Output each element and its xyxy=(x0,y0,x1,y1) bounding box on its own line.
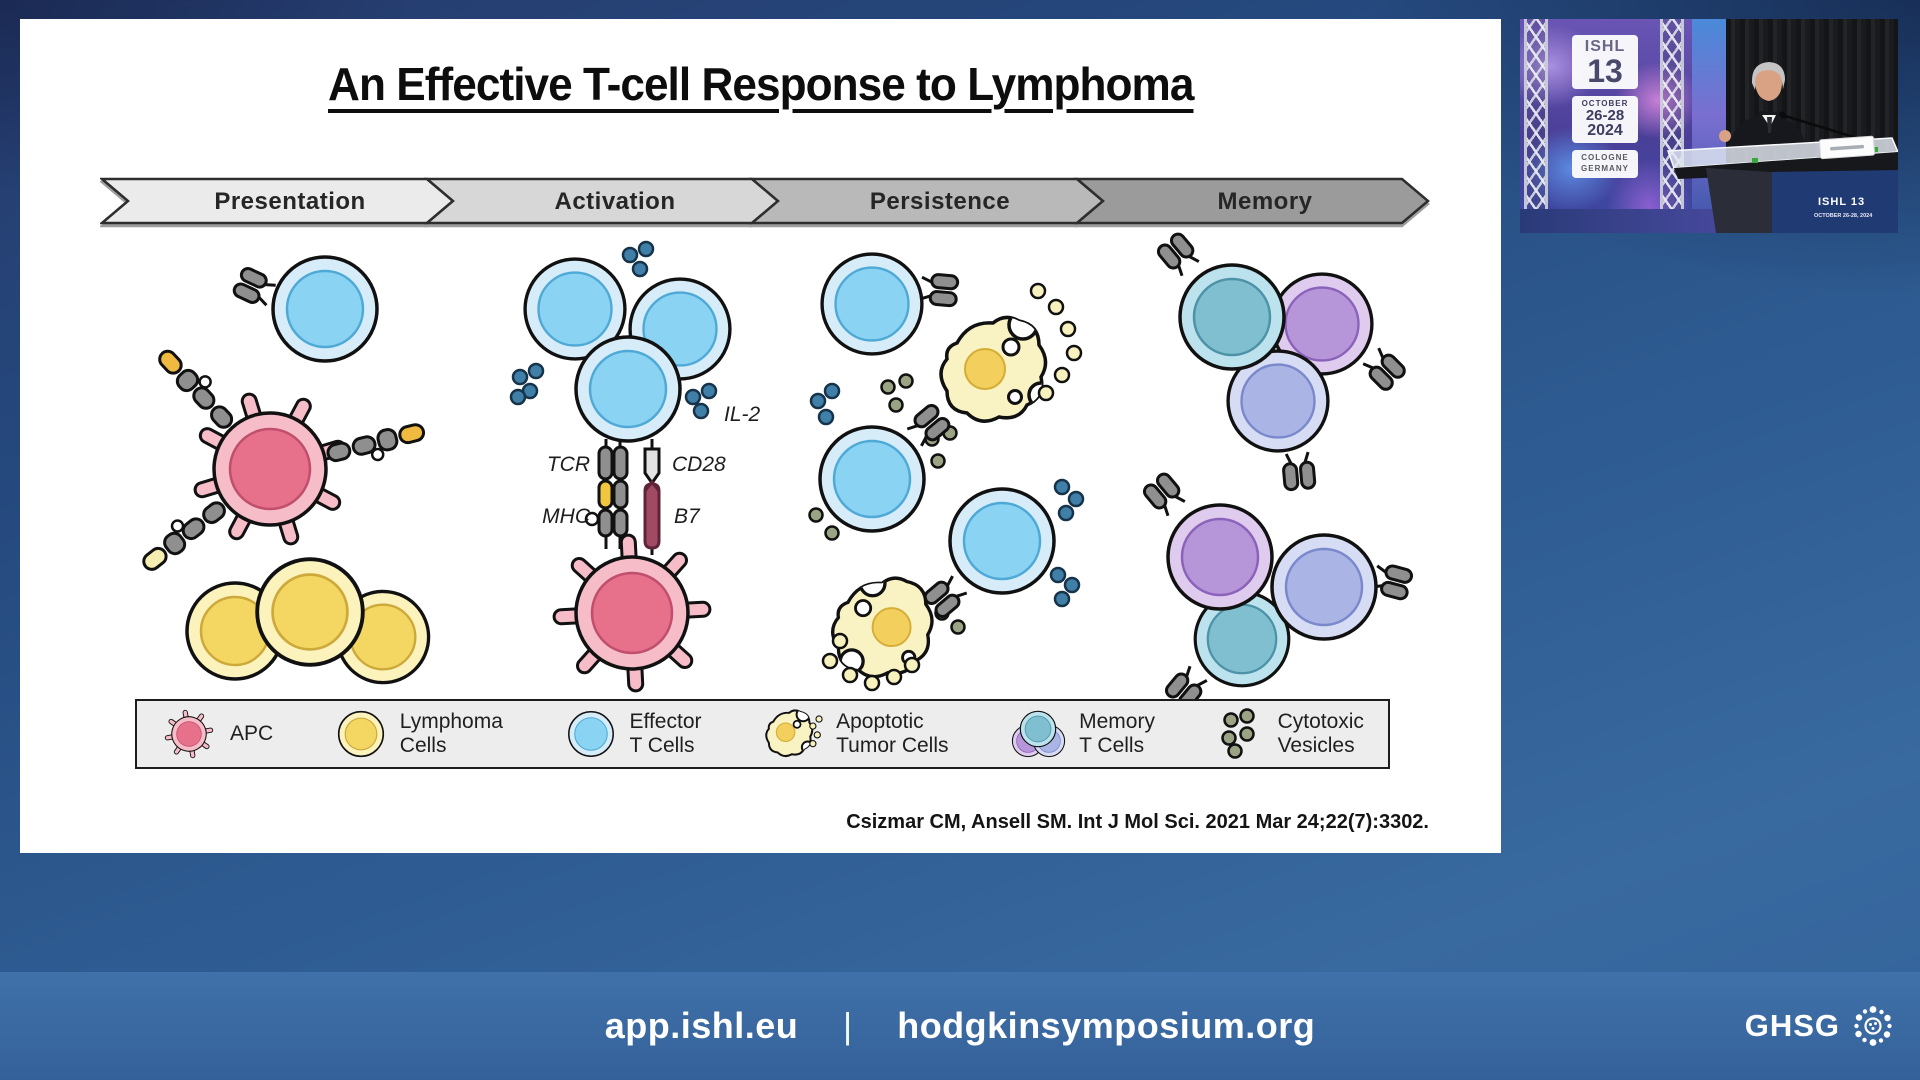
lymphoma-cells xyxy=(185,557,431,685)
url-separator: | xyxy=(842,1005,853,1046)
speaker-and-podium: ISHL 13 OCTOBER 26-28, 2024 xyxy=(1666,62,1898,233)
cytotoxic-vesicles-icon xyxy=(1220,708,1255,759)
presentation-slide: An Effective T-cell Response to Lymphoma… xyxy=(20,19,1501,853)
citation: Csizmar CM, Ansell SM. Int J Mol Sci. 20… xyxy=(846,811,1429,833)
ghsg-brand: GHSG xyxy=(1745,1005,1894,1047)
memory-cell-cluster xyxy=(1140,469,1415,699)
banner-ishl-text: ISHL xyxy=(1584,38,1626,55)
ishl-banner-city: COLOGNE GERMANY xyxy=(1572,150,1638,178)
presentation-diagram xyxy=(142,255,431,685)
app-url: app.ishl.eu xyxy=(604,1005,799,1046)
ishl-banner-logo: ISHL 13 xyxy=(1572,35,1638,90)
legend-bar: APC Lymphoma Cells Effector T Cells xyxy=(135,699,1390,769)
effector-t-cell xyxy=(818,401,954,533)
legend-label: Apoptotic Tumor Cells xyxy=(836,710,949,757)
stage-truss xyxy=(1524,19,1548,233)
phase-arrow-memory xyxy=(1073,177,1430,225)
banner-number-text: 13 xyxy=(1587,53,1623,89)
speaker-name-card xyxy=(1819,135,1875,160)
memory-t-cell-icon xyxy=(1012,710,1066,758)
podium-logo-text: ISHL 13 xyxy=(1818,196,1865,208)
ghsg-logo-icon xyxy=(1854,1006,1892,1046)
stage-truss xyxy=(1660,19,1684,233)
phase-arrows: Presentation Activation Persistence Memo… xyxy=(100,177,1430,225)
effector-t-cell-icon xyxy=(567,711,614,757)
apoptotic-tumor-cell-icon xyxy=(765,709,823,758)
ishl-banner-date: OCTOBER 26-28 2024 xyxy=(1572,96,1638,144)
legend-item-vesicles: Cytotoxic Vesicles xyxy=(1217,708,1364,760)
podium: ISHL 13 OCTOBER 26-28, 2024 xyxy=(1666,135,1898,233)
activation-diagram: IL-2 TCR CD28 xyxy=(509,240,761,699)
cd28-b7-complex xyxy=(643,439,661,555)
phase-label-persistence: Persistence xyxy=(870,188,1010,215)
apc-icon xyxy=(161,706,217,762)
footer-bar: app.ishl.eu | hodgkinsymposium.org GHSG xyxy=(0,972,1920,1080)
speaker xyxy=(1719,62,1807,150)
speaker-video-feed[interactable]: ISHL 13 OCTOBER 26-28 2024 COLOGNE GERMA… xyxy=(1520,19,1898,233)
persistence-diagram xyxy=(808,252,1085,692)
legend-label: Effector T Cells xyxy=(629,710,702,757)
apoptotic-tumor-cell xyxy=(939,315,1048,423)
cd28-label: CD28 xyxy=(672,453,726,476)
phase-label-presentation: Presentation xyxy=(214,188,365,215)
legend-item-apc: APC xyxy=(161,706,273,762)
banner-country-text: GERMANY xyxy=(1581,163,1629,173)
banner-city-text: COLOGNE xyxy=(1581,153,1629,163)
footer-links: app.ishl.eu | hodgkinsymposium.org xyxy=(0,1005,1920,1047)
effector-t-cell xyxy=(230,255,379,363)
effector-t-cell xyxy=(920,487,1056,621)
legend-label: APC xyxy=(230,722,274,746)
effector-t-cell xyxy=(820,252,960,356)
lymphoma-cell-icon xyxy=(337,710,384,758)
legend-item-memory: Memory T Cells xyxy=(1010,706,1155,762)
legend-item-apoptotic: Apoptotic Tumor Cells xyxy=(763,706,949,762)
ishl-banner: ISHL 13 OCTOBER 26-28 2024 COLOGNE GERMA… xyxy=(1572,35,1638,178)
memory-cell-cluster xyxy=(1154,229,1409,492)
legend-label: Lymphoma Cells xyxy=(399,710,503,757)
phase-label-memory: Memory xyxy=(1217,188,1312,215)
legend-label: Cytotoxic Vesicles xyxy=(1277,710,1364,757)
banner-year-text: 2024 xyxy=(1587,122,1623,140)
b7-label: B7 xyxy=(674,505,701,528)
slide-title: An Effective T-cell Response to Lymphoma xyxy=(327,58,1194,110)
podium-logo-date: OCTOBER 26-28, 2024 xyxy=(1814,213,1873,219)
memory-diagram xyxy=(1140,229,1415,699)
symposium-url: hodgkinsymposium.org xyxy=(897,1005,1316,1046)
mhc-label: MHC xyxy=(542,505,591,528)
phase-label-activation: Activation xyxy=(554,188,675,215)
banner-days-text: 26-28 xyxy=(1585,107,1625,125)
il2-label: IL-2 xyxy=(724,403,761,426)
apc-cell xyxy=(533,514,730,699)
legend-item-lymphoma: Lymphoma Cells xyxy=(335,708,503,760)
legend-label: Memory T Cells xyxy=(1079,710,1155,757)
apc-cell xyxy=(142,349,426,571)
ghsg-text: GHSG xyxy=(1744,1008,1840,1043)
banner-month-text: OCTOBER xyxy=(1581,99,1629,109)
tcr-label: TCR xyxy=(547,453,590,476)
legend-item-effector: Effector T Cells xyxy=(565,708,702,760)
tcr-mhc-complex xyxy=(584,439,629,549)
